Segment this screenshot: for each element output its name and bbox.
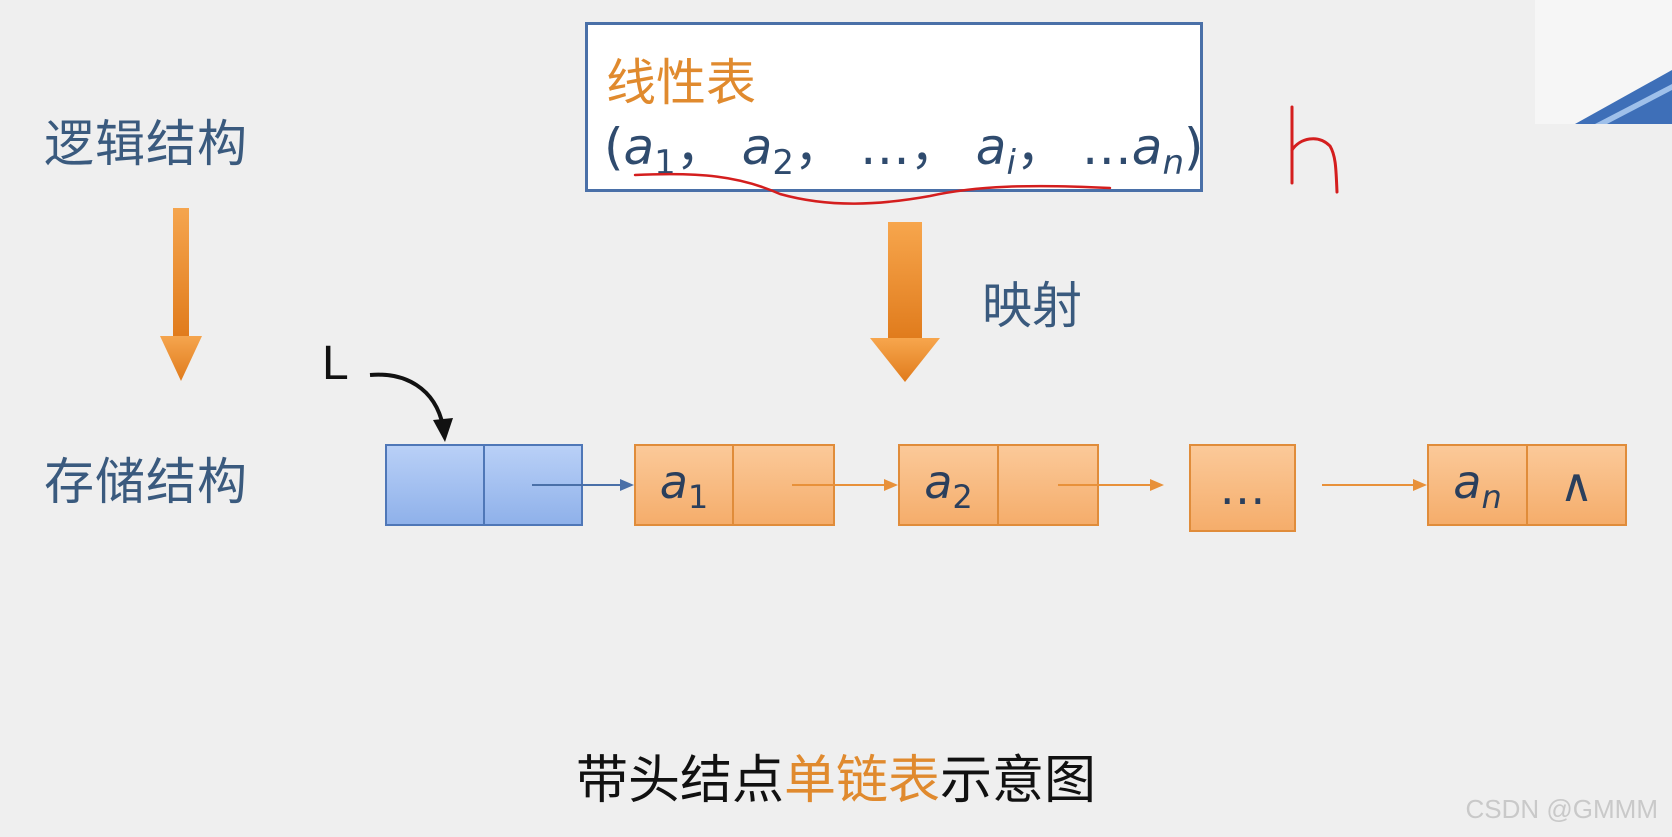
node-an-data: an bbox=[1427, 444, 1528, 526]
mapping-arrow bbox=[870, 222, 940, 382]
ellipsis-node: … bbox=[1189, 444, 1296, 532]
node-a2-data: a2 bbox=[898, 444, 999, 526]
link-a2-to-ellipsis bbox=[1058, 479, 1164, 491]
presenter-thumbnail bbox=[1535, 0, 1672, 124]
mapping-label: 映射 bbox=[982, 277, 1082, 335]
logical-to-storage-arrow bbox=[160, 208, 202, 381]
node-a2-pointer bbox=[997, 444, 1099, 526]
null-symbol: ∧ bbox=[1559, 458, 1594, 512]
diagram-caption: 带头结点单链表示意图 bbox=[575, 751, 1097, 811]
watermark: CSDN @GMMM bbox=[1465, 794, 1659, 824]
linear-list-sequence: (a1， a2， …， ai， …an) bbox=[604, 118, 1204, 183]
link-a1-to-a2 bbox=[792, 479, 898, 491]
link-head-to-a1 bbox=[532, 479, 634, 491]
linear-list-box: 线性表 (a1， a2， …， ai， …an) bbox=[585, 22, 1204, 192]
linear-list-title: 线性表 bbox=[606, 54, 756, 112]
link-ellipsis-to-an bbox=[1322, 479, 1427, 491]
storage-structure-label: 存储结构 bbox=[44, 453, 248, 511]
head-node-data-cell bbox=[385, 444, 485, 526]
head-pointer-arrow bbox=[369, 372, 453, 442]
node-an-null-pointer: ∧ bbox=[1526, 444, 1627, 526]
logical-structure-label: 逻辑结构 bbox=[44, 115, 248, 173]
head-pointer-label: L bbox=[322, 337, 349, 390]
